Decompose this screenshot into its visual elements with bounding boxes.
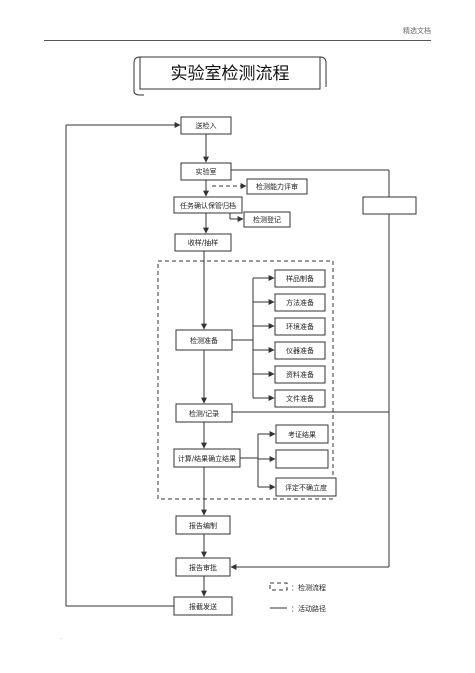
side-empty-box <box>362 196 417 215</box>
node-sample-prep-label: 样品制备 <box>286 274 314 283</box>
node-report-approve <box>175 557 231 577</box>
node-report-issue-label: 报截发送 <box>189 602 217 611</box>
node-sample-delivery-label: 送检入 <box>196 121 217 130</box>
node-blank-result <box>275 449 329 469</box>
header-rule <box>44 40 431 41</box>
test-process-region <box>157 260 334 500</box>
footer-mark: . <box>60 634 62 641</box>
node-sampling-label: 收样/抽样 <box>188 238 218 247</box>
legend-solid-label: ：活动路径 <box>291 604 326 613</box>
node-uncertainty <box>275 477 337 497</box>
node-report-compile-label: 报告编制 <box>189 521 217 530</box>
title-box <box>139 56 321 90</box>
node-capability-review-label: 检测能力评审 <box>256 182 298 191</box>
title-banner: 实验室检测流程 <box>133 56 327 96</box>
legend: ：检测流程 ：活动路径 <box>269 582 326 613</box>
node-test-prep-label: 检测准备 <box>190 336 218 345</box>
node-capability-review <box>246 178 308 195</box>
node-test-register <box>243 211 291 228</box>
node-sampling <box>174 233 232 252</box>
node-material-prep <box>274 365 326 384</box>
header-text: 精选文档 <box>403 27 431 35</box>
node-calc-result-label: 计算/结果确立结果 <box>178 454 236 463</box>
node-instrument-prep <box>274 341 326 360</box>
title-scroll-right <box>319 56 327 87</box>
page-title: 实验室检测流程 <box>171 64 290 84</box>
node-test-register-label: 检测登记 <box>253 215 281 224</box>
node-env-prep-label: 环境准备 <box>286 322 314 331</box>
node-document-prep-label: 文件准备 <box>286 394 314 403</box>
node-instrument-prep-label: 仪器准备 <box>286 346 314 355</box>
node-report-compile <box>175 515 231 535</box>
title-scroll-left <box>133 56 144 96</box>
node-uncertainty-label: 评定不确立度 <box>285 483 327 492</box>
node-material-prep-label: 资料准备 <box>286 370 314 379</box>
node-exam-result-label: 考证结果 <box>288 430 316 439</box>
node-task-confirm-label: 任务确认保管归档 <box>180 201 236 210</box>
node-env-prep <box>274 317 326 336</box>
node-report-approve-label: 报告审批 <box>189 563 217 572</box>
legend-dashed-label: ：检测流程 <box>291 583 326 592</box>
node-task-confirm <box>173 196 243 214</box>
node-laboratory-label: 实验室 <box>196 167 217 176</box>
node-method-prep <box>274 293 326 312</box>
legend-dashed-swatch <box>269 582 288 591</box>
node-sample-prep <box>274 269 326 288</box>
node-document-prep <box>274 389 326 408</box>
node-test-record-label: 检测/记录 <box>189 409 219 418</box>
node-method-prep-label: 方法准备 <box>286 298 314 307</box>
node-exam-result <box>275 424 329 444</box>
